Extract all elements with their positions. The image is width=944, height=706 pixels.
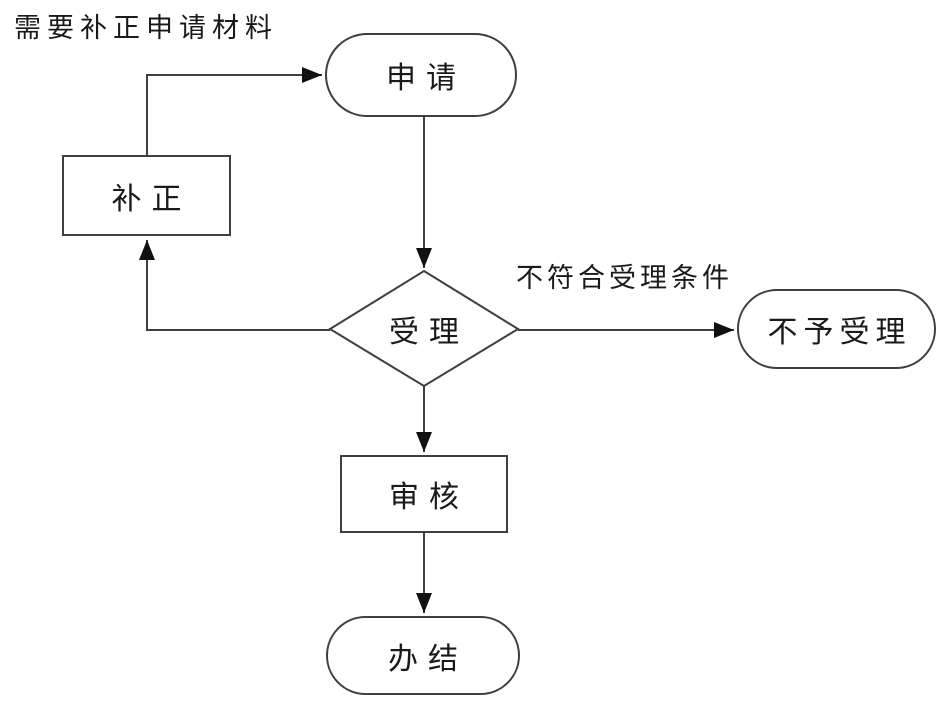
node-reject-label: 不予受理 [767,316,912,349]
node-apply: 申请 [325,33,517,117]
node-complete-label: 办结 [388,642,468,676]
edge-accept-to-supplement [139,240,330,331]
edge-supplement-to-apply [146,67,322,156]
node-apply-label: 申请 [386,62,466,95]
node-supplement-label: 补正 [111,182,192,216]
node-accept-label: 受理 [389,316,469,349]
edge-label-not-eligible: 不符合受理条件 [516,263,733,293]
node-supplement: 补正 [62,155,231,236]
edge-label-need-supplement: 需要补正申请材料 [14,13,278,43]
node-accept-diamond-shape [328,269,520,388]
node-review-label: 审核 [389,481,469,514]
node-review: 审核 [340,455,508,533]
node-reject: 不予受理 [737,289,936,369]
node-accept: 受理 [354,308,494,350]
node-complete: 办结 [326,616,520,695]
